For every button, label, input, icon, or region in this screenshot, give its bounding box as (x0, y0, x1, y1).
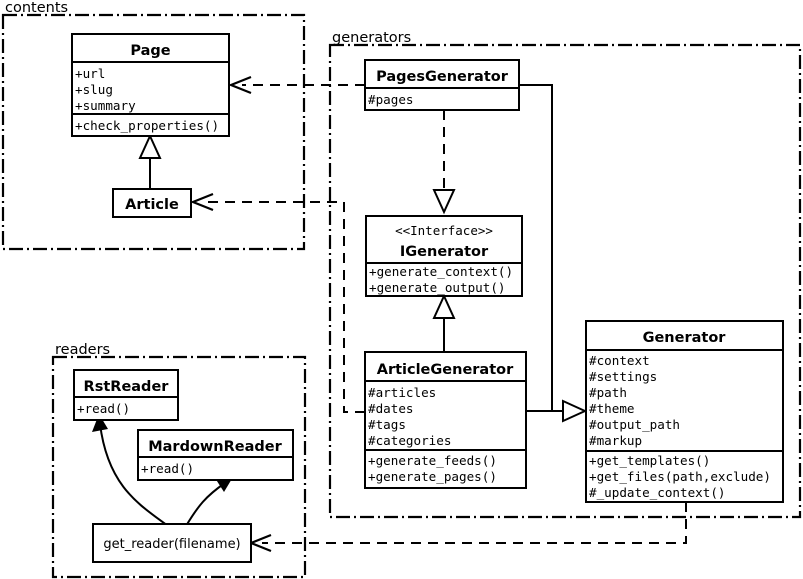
class-generator-attribute: #output_path (589, 417, 680, 432)
class-article-generator-attribute: #tags (368, 417, 406, 432)
class-mardown-reader-method: +read() (141, 461, 194, 476)
class-generator-attribute: #theme (589, 401, 635, 416)
edge-pagesgenerator-realizes-igenerator (432, 110, 456, 215)
edge-articlegenerator-depends-article (190, 192, 365, 413)
class-box-article-generator[interactable]: ArticleGenerator #articles #dates #tags … (364, 351, 527, 489)
class-article-generator-attribute: #articles (368, 385, 436, 400)
package-readers-border (51, 355, 307, 579)
class-igenerator-method: +generate_context() (369, 264, 513, 279)
class-box-rst-reader[interactable]: RstReader +read() (73, 369, 179, 421)
class-page-name: Page (130, 43, 170, 59)
class-page-method: +check_properties() (75, 118, 219, 133)
class-generator-attribute: #settings (589, 369, 657, 384)
class-rst-reader-name: RstReader (84, 379, 170, 395)
class-page-frame (71, 33, 230, 137)
class-generator-method: +get_files(path,exclude) (589, 469, 771, 484)
class-article-generator-name: ArticleGenerator (377, 362, 514, 378)
class-generator-method: #_update_context() (589, 485, 725, 500)
class-page-attribute: +url (75, 66, 105, 81)
class-generator-method: +get_templates() (589, 453, 710, 468)
class-pages-generator-attribute: #pages (368, 92, 414, 107)
class-box-pages-generator[interactable]: PagesGenerator #pages (364, 59, 520, 111)
class-page-attribute: +summary (75, 98, 136, 113)
class-article-name: Article (125, 197, 179, 213)
package-generators: generators (328, 30, 802, 519)
class-article-generator-frame (364, 351, 527, 489)
package-generators-border (328, 43, 802, 519)
class-generator-attribute: #context (589, 353, 650, 368)
edge-article-inherits-page (138, 133, 162, 190)
class-article-generator-method: +generate_feeds() (368, 453, 497, 468)
class-mardown-reader-frame (137, 429, 294, 481)
edge-get-reader-creates-mardownreader (185, 477, 233, 527)
class-pages-generator-frame (364, 59, 520, 111)
function-get-reader-frame (92, 523, 252, 563)
edge-generator-depends-get-reader (248, 502, 687, 553)
package-generators-label: generators (332, 30, 411, 46)
class-box-page[interactable]: Page +url +slug +summary +check_properti… (71, 33, 230, 137)
function-get-reader-label: get_reader(filename) (103, 537, 240, 552)
class-generator-attribute: #markup (589, 433, 642, 448)
edge-pagesgenerator-aggregates-generator (519, 84, 588, 423)
class-generator-name: Generator (643, 330, 727, 346)
class-article-generator-method: +generate_pages() (368, 469, 497, 484)
class-igenerator-method: +generate_output() (369, 280, 505, 295)
package-readers-label: readers (55, 342, 110, 358)
package-contents-label: contents (5, 0, 68, 16)
class-igenerator-name: IGenerator (400, 244, 489, 260)
class-article-generator-attribute: #dates (368, 401, 414, 416)
class-generator-frame (585, 320, 784, 503)
package-contents: contents (1, 0, 306, 251)
function-box-get-reader[interactable]: get_reader(filename) (92, 523, 252, 563)
package-contents-border (1, 13, 306, 251)
class-article-generator-attribute: #categories (368, 433, 451, 448)
class-generator-attribute: #path (589, 385, 627, 400)
class-box-generator[interactable]: Generator #context #settings #path #them… (585, 320, 784, 503)
class-box-article[interactable]: Article (112, 188, 192, 218)
class-article-frame (112, 188, 192, 218)
class-rst-reader-method: +read() (77, 401, 130, 416)
class-igenerator-stereotype: <<Interface>> (395, 223, 493, 238)
class-box-mardown-reader[interactable]: MardownReader +read() (137, 429, 294, 481)
edge-get-reader-creates-rstreader (92, 414, 169, 527)
class-pages-generator-name: PagesGenerator (376, 69, 509, 85)
edge-pagesgenerator-depends-page (228, 75, 365, 95)
class-igenerator-frame (365, 215, 523, 297)
class-page-attribute: +slug (75, 82, 113, 97)
class-mardown-reader-name: MardownReader (148, 439, 282, 455)
edge-articlegenerator-inherits-igenerator (432, 293, 456, 352)
class-rst-reader-frame (73, 369, 179, 421)
package-readers: readers (51, 342, 307, 579)
class-box-igenerator[interactable]: <<Interface>> IGenerator +generate_conte… (365, 215, 523, 297)
